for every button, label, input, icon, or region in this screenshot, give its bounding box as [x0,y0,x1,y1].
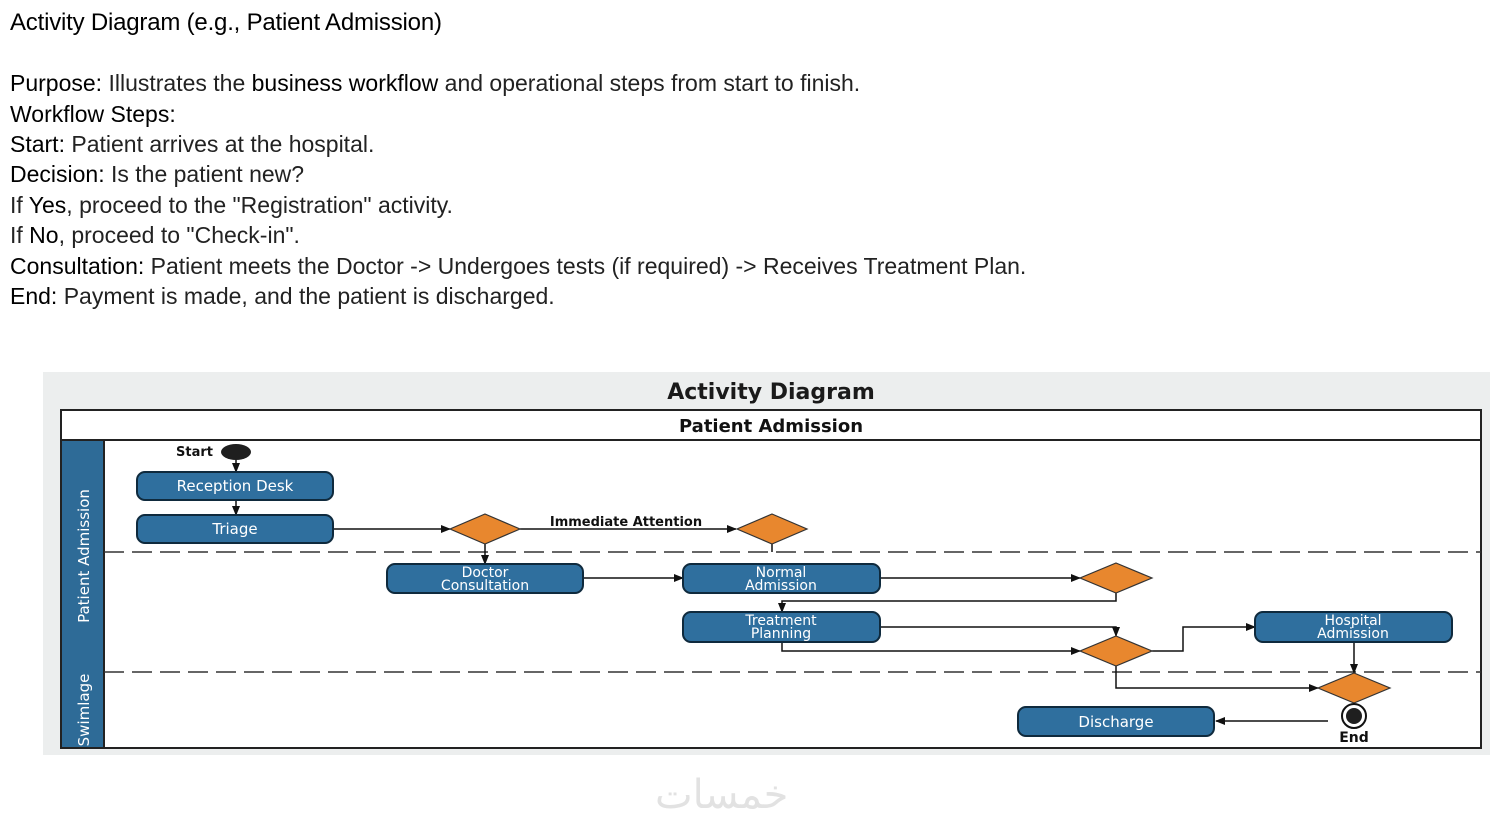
action-reception-label: Reception Desk [177,477,294,495]
activity-diagram-image: Activity Diagram Patient Admission Patie… [43,372,1490,755]
slide-title: Activity Diagram (e.g., Patient Admissio… [10,9,442,36]
purpose-line: Purpose: Illustrates the business workfl… [10,70,860,97]
action-normal-label-2: Admission [745,578,817,594]
action-discharge: Discharge [1017,706,1215,737]
action-treatment-planning: Treatment Planning [682,611,881,643]
action-triage: Triage [136,514,334,544]
end-node [1346,708,1362,724]
action-reception-desk: Reception Desk [136,471,334,501]
action-discharge-label: Discharge [1078,713,1153,731]
lane-label-bottom: Swimlage [75,674,93,747]
end-label: End [1339,730,1369,746]
decision-line: Decision: Is the patient new? [10,161,304,188]
start-node [221,444,251,460]
if-yes-post: , proceed to the "Registration" activity… [66,192,453,218]
end-label: End: [10,283,58,309]
decision-node-treatment [1078,635,1154,667]
end-line: End: Payment is made, and the patient is… [10,283,555,310]
decision-label: Decision: [10,161,105,187]
purpose-label: Purpose: [10,70,103,96]
start-label: Start: [10,131,65,157]
if-no-pre: If [10,222,23,248]
workflow-label: Workflow Steps: [10,101,176,127]
swimlane-header-bar [62,441,104,747]
action-hospital-label-1: Hospital [1324,613,1381,629]
if-yes-word: Yes [28,192,67,218]
arrow-treatment-decision4-b [781,642,1081,655]
activity-diagram-svg: Activity Diagram Patient Admission Patie… [60,380,1482,749]
action-hospital-label-2: Admission [1317,626,1389,642]
action-triage-box [136,514,334,544]
action-hospital-admission: Hospital Admission [1254,611,1453,643]
decision-node-normal [1078,562,1154,594]
workflow-heading: Workflow Steps: [10,101,176,128]
if-no-word: No [29,222,59,248]
start-text: Patient arrives at the hospital. [71,131,375,157]
diagram-subtitle: Patient Admission [679,416,863,437]
if-yes-line: If Yes, proceed to the "Registration" ac… [10,192,453,219]
watermark-logo: خمسات [655,772,789,818]
consult-line: Consultation: Patient meets the Doctor -… [10,253,1026,280]
if-no-post: , proceed to "Check-in". [58,222,300,248]
action-normal-admission: Normal Admission [682,563,881,594]
purpose-pre: Illustrates the [108,70,246,96]
action-treatment-box [682,611,881,643]
consult-label: Consultation: [10,253,145,279]
action-normal-box [682,563,881,594]
purpose-post: and operational steps from start to fini… [444,70,861,96]
consult-text: Patient meets the Doctor -> Undergoes te… [150,253,1027,279]
if-no-line: If No, proceed to "Check-in". [10,222,300,249]
diagram-title: Activity Diagram [667,380,875,405]
action-triage-label: Triage [211,520,257,538]
action-doctor-label-1: Doctor [462,565,509,581]
action-doctor-box [386,563,584,594]
decision-text: Is the patient new? [111,161,305,187]
decision-node-triage [448,513,522,545]
arrow-decision4-decision5 [1115,666,1319,692]
action-normal-label-1: Normal [756,565,807,581]
purpose-emphasis: business workflow [251,70,439,96]
arrow-decision3-treatment [778,593,1117,613]
flow-arrows [232,460,1358,725]
arrow-treatment-decision4 [880,626,1120,637]
action-treatment-label-2: Planning [751,626,811,642]
arrow-decision4-hospital [1152,623,1256,652]
decision-node-immediate [735,513,809,545]
action-discharge-box [1017,706,1215,737]
end-text: Payment is made, and the patient is disc… [63,283,555,309]
if-yes-pre: If [10,192,23,218]
lane-label-top: Patient Admission [75,489,93,623]
action-doctor-consultation: Doctor Consultation [386,563,584,594]
edge-label-immediate: Immediate Attention [550,515,702,530]
action-reception-box [136,471,334,501]
action-hospital-box [1254,611,1453,643]
start-line: Start: Patient arrives at the hospital. [10,131,374,158]
action-treatment-label-1: Treatment [744,613,817,629]
action-doctor-label-2: Consultation [441,578,529,594]
start-label: Start [176,445,213,460]
